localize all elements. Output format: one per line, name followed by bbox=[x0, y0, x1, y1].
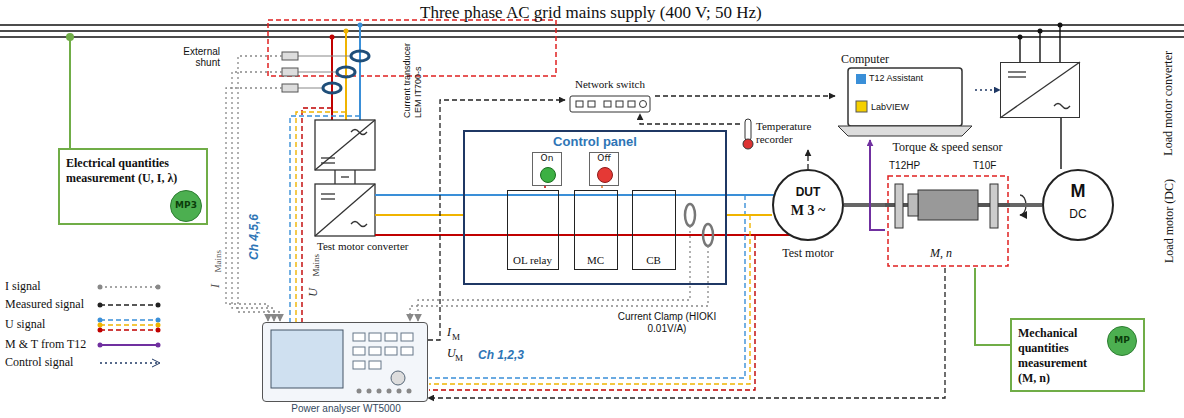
signal-name: U bbox=[447, 346, 456, 361]
node-label: M bbox=[1044, 181, 1112, 202]
part-label: Current Clamp (HIOKI 0.01V/A) bbox=[612, 311, 722, 335]
load-converter: Load motor converter bbox=[1000, 62, 1080, 118]
legend-text: I signal bbox=[5, 279, 41, 294]
node-label: MP3 bbox=[171, 200, 201, 210]
connector bbox=[870, 140, 885, 230]
node-label: Network switch bbox=[565, 78, 655, 90]
node-label: Power analyser WT5000 bbox=[253, 403, 439, 414]
connector bbox=[428, 100, 565, 340]
relay-box: OL relay bbox=[507, 190, 559, 270]
legend-text: M & T from T12 bbox=[5, 337, 86, 352]
connector bbox=[1060, 118, 1062, 169]
legend-sample bbox=[100, 359, 160, 367]
torque-sensor: Torque & speed sensorT12HPT10FM, n bbox=[885, 140, 1010, 268]
signal-name: U bbox=[306, 288, 321, 297]
control-panel: Control panelOn Off OL relay MC CB bbox=[463, 130, 727, 285]
connector bbox=[1010, 203, 1042, 207]
screen-text: LabVIEW bbox=[871, 102, 909, 112]
connector bbox=[807, 150, 808, 169]
node-label: Off bbox=[590, 153, 618, 163]
legend-text: Measured signal bbox=[5, 297, 84, 312]
node-label: On bbox=[533, 153, 561, 163]
node-sublabel: M 3 ~ bbox=[774, 203, 842, 219]
signal-subscript: Mains bbox=[213, 250, 223, 273]
measurement-box: Electrical quantities measurement (U, I,… bbox=[58, 148, 208, 225]
screen-text: T12 Assistant bbox=[869, 73, 923, 83]
computer: Computer bbox=[835, 52, 975, 140]
measure-point: MP bbox=[1107, 326, 1137, 356]
node-label: Temperature recorder bbox=[756, 120, 844, 146]
part-label: External shunt bbox=[162, 46, 220, 68]
legend-text: U signal bbox=[5, 317, 45, 332]
converter-block: Test motor converter bbox=[315, 118, 375, 236]
node-label: Computer bbox=[835, 52, 895, 67]
contactor-box: MC bbox=[574, 190, 618, 270]
node-label: MC bbox=[575, 254, 616, 266]
channel-label: Ch 4,5,6 bbox=[247, 214, 261, 260]
node-label: Torque & speed sensor bbox=[875, 140, 1020, 155]
legend-sample bbox=[98, 318, 161, 333]
connector bbox=[428, 268, 945, 398]
connector bbox=[655, 95, 835, 96]
off-button: Off bbox=[589, 152, 619, 186]
temperature-recorder: Temperature recorder bbox=[740, 118, 845, 150]
test-motor: DUTM 3 ~Test motor bbox=[772, 169, 844, 241]
connector bbox=[975, 268, 1010, 345]
node-label: Load motor converter bbox=[1161, 51, 1176, 156]
signal-subscript: Mains bbox=[311, 254, 321, 277]
legend-sample bbox=[98, 285, 161, 290]
signal-subscript: M bbox=[452, 332, 460, 342]
part-label: Current transducer LEM IT700-s bbox=[402, 40, 424, 118]
node-label: MP bbox=[1108, 335, 1136, 345]
measure-point: MP3 bbox=[170, 190, 202, 222]
connector bbox=[640, 114, 740, 124]
breaker-box: CB bbox=[632, 190, 676, 270]
legend-sample bbox=[98, 343, 161, 348]
measurement-box: Mechanical quantities measurement (M, n)… bbox=[1010, 318, 1145, 392]
node-label: DUT bbox=[774, 185, 842, 199]
node-label: Electrical quantities measurement (U, I,… bbox=[66, 156, 206, 186]
connector bbox=[727, 214, 772, 216]
node-label: Control panel bbox=[465, 134, 725, 149]
node-sublabel: M, n bbox=[930, 246, 952, 261]
node-sublabel: Test motor bbox=[768, 246, 848, 261]
network-switch: Network switch bbox=[565, 78, 655, 114]
power-analyser: Power analyser WT5000 bbox=[262, 322, 428, 402]
node-sublabel: DC bbox=[1044, 207, 1112, 221]
connector bbox=[844, 203, 885, 207]
node-label: Test motor converter bbox=[317, 240, 408, 252]
load-motor: MDCLoad motor (DC) bbox=[1042, 169, 1114, 241]
legend-text: Control signal bbox=[5, 355, 73, 370]
connector bbox=[975, 89, 1000, 91]
node-sublabel: Load motor (DC) bbox=[1162, 179, 1177, 263]
channel-label: Ch 1,2,3 bbox=[478, 348, 524, 362]
node-label: Mechanical quantities measurement (M, n) bbox=[1018, 326, 1106, 386]
title: Three phase AC grid mains supply (400 V;… bbox=[420, 3, 762, 23]
legend-sample bbox=[98, 303, 161, 308]
node-sublabel: T10F bbox=[973, 160, 996, 171]
on-button: On bbox=[532, 152, 562, 186]
connector bbox=[375, 214, 463, 216]
node-label: OL relay bbox=[508, 254, 557, 266]
signal-subscript: M bbox=[455, 353, 463, 363]
node-label: CB bbox=[633, 254, 674, 266]
signal-name: I bbox=[447, 325, 451, 340]
node-sublabel: T12HP bbox=[889, 160, 920, 171]
signal-name: I bbox=[208, 284, 223, 288]
